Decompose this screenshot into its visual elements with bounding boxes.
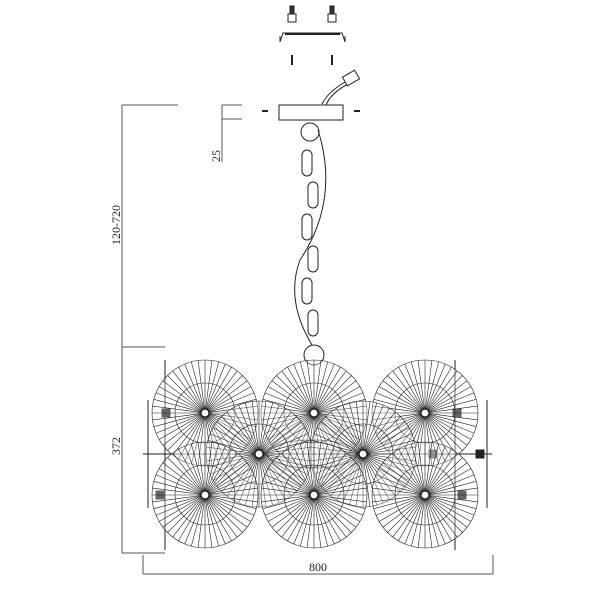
- canopy: [262, 104, 360, 121]
- wire-connector: [321, 69, 361, 106]
- dimension-hanging-height: 120-720: [109, 205, 123, 245]
- disc: [260, 441, 368, 549]
- discs: [151, 359, 479, 549]
- power-cord: [294, 129, 327, 346]
- chain-link: [301, 149, 313, 177]
- mounting-bracket: [279, 32, 346, 43]
- chain-link: [301, 277, 313, 305]
- socket: [428, 449, 438, 459]
- socket: [475, 449, 485, 459]
- chain-link: [301, 213, 313, 241]
- dimension-lines: [121, 104, 494, 575]
- dimension-canopy-height: 25: [209, 150, 223, 162]
- dimension-width: 800: [309, 560, 327, 574]
- chain-ring: [300, 122, 320, 142]
- dimension-body-height: 372: [109, 437, 123, 455]
- disc: [371, 441, 479, 549]
- disc: [260, 359, 368, 467]
- chain-link: [307, 181, 319, 209]
- chain: [294, 122, 327, 366]
- chain-link: [307, 309, 319, 337]
- disc: [205, 400, 313, 508]
- mounting-screws: [287, 5, 337, 65]
- chain-link: [307, 245, 319, 273]
- disc: [151, 441, 259, 549]
